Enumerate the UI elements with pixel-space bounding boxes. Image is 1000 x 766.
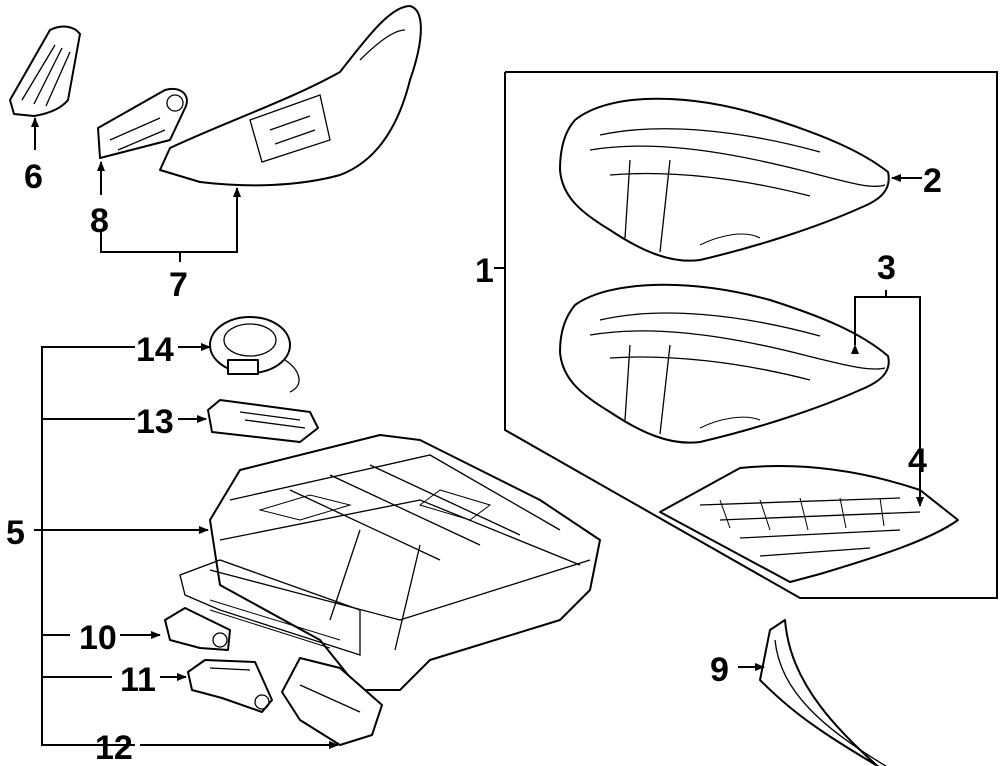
callout-2: 2 — [923, 162, 942, 200]
control-module-part — [207, 399, 319, 443]
callout-8: 8 — [90, 202, 109, 240]
callout-3: 3 — [877, 249, 896, 287]
callout-11: 11 — [120, 661, 156, 699]
callout-12: 12 — [95, 729, 133, 766]
side-shield-part — [159, 5, 422, 187]
callout-10: 10 — [79, 619, 117, 657]
side-cover-part — [281, 657, 383, 746]
callout-6: 6 — [24, 158, 43, 196]
slide-motor-part — [187, 659, 273, 713]
seat-pad-part — [559, 283, 890, 444]
callout-4: 4 — [908, 442, 927, 480]
height-motor-part — [164, 607, 231, 651]
callout-1: 1 — [475, 252, 494, 290]
callout-5: 5 — [6, 514, 25, 552]
heater-mat-part — [659, 465, 959, 583]
seat-cover-part — [559, 97, 890, 262]
motor-part — [209, 316, 300, 393]
trim-strip-part — [759, 619, 888, 766]
leader-5 — [41, 346, 135, 746]
side-trim-part — [9, 25, 81, 117]
leader-7 — [100, 187, 241, 253]
assembly-box — [504, 71, 998, 599]
callout-13: 13 — [136, 403, 174, 441]
seat-frame-part — [179, 434, 601, 691]
switch-part — [97, 88, 188, 159]
callout-7: 7 — [169, 266, 188, 304]
callout-14: 14 — [136, 331, 174, 369]
leader-3 — [851, 296, 921, 500]
callout-9: 9 — [710, 651, 729, 689]
